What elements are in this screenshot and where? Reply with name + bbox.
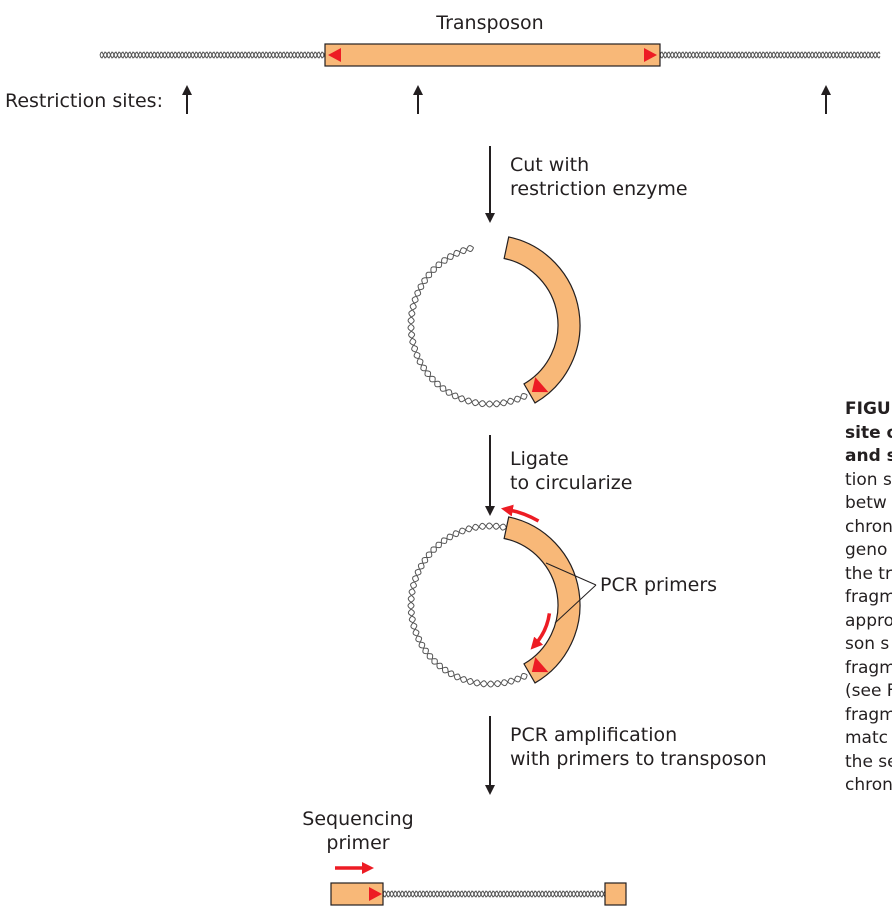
dna-left-flank xyxy=(99,51,326,59)
pcr-product-transposon-end-right xyxy=(604,882,627,906)
step1-label-line2: restriction enzyme xyxy=(510,178,688,200)
transposon-right-repeat-arrowhead xyxy=(644,48,657,62)
figure-caption: FIGU site o and s tion s betw chron geno… xyxy=(845,398,892,798)
caption-bold-line-3: and s xyxy=(845,446,892,466)
transposon-bar xyxy=(324,43,661,67)
pcr-product-repeat-arrowhead xyxy=(369,887,382,901)
caption-line-5: the tr xyxy=(845,563,892,584)
caption-line-3: chron xyxy=(845,516,892,537)
caption-line-8: son s xyxy=(845,634,890,654)
dna-right-flank xyxy=(659,51,881,59)
restriction-sites-label: Restriction sites: xyxy=(5,90,163,112)
transposon-label: Transposon xyxy=(435,12,543,34)
step3-label-line2: with primers to transposon xyxy=(510,748,767,770)
step1-label-line1: Cut with xyxy=(510,154,589,176)
closed-circle-repeat-arrowhead xyxy=(531,657,549,673)
caption-line-13: the se xyxy=(845,751,892,772)
pcr-primer-pointer-2 xyxy=(554,584,597,624)
caption-line-14: chron xyxy=(845,775,892,795)
caption-line-11: fragm xyxy=(845,704,892,725)
caption-bold-line-2: site o xyxy=(845,422,892,443)
closed-circle-transposon-arc xyxy=(503,516,581,684)
pcr-primer-pointer-1 xyxy=(545,562,597,586)
pcr-primer-arrow-top xyxy=(500,504,540,523)
open-circle-repeat-arrowhead xyxy=(531,377,549,393)
caption-bold-line-1: FIGU xyxy=(845,399,891,419)
step2-label-line2: to circularize xyxy=(510,472,632,494)
sequencing-primer-label-line1: Sequencing xyxy=(302,808,413,830)
caption-line-4: geno xyxy=(845,540,888,560)
sequencing-primer-label-line2: primer xyxy=(326,832,389,854)
step2-label-line1: Ligate xyxy=(510,448,569,470)
pcr-primer-arrow-bottom xyxy=(530,613,552,650)
step3-label-line1: PCR amplification xyxy=(510,724,677,746)
caption-line-9: fragm xyxy=(845,657,892,678)
caption-line-7: appro xyxy=(845,610,892,631)
caption-line-2: betw xyxy=(845,493,887,513)
caption-line-10: (see F xyxy=(845,681,892,701)
caption-line-1: tion s xyxy=(845,469,892,490)
pcr-product-dna xyxy=(382,890,606,898)
pcr-primers-label: PCR primers xyxy=(600,574,717,596)
caption-line-6: fragm xyxy=(845,587,892,607)
closed-circle-dna xyxy=(407,522,528,688)
caption-line-12: matc xyxy=(845,728,888,748)
open-circle-dna xyxy=(407,245,528,408)
transposon-left-repeat-arrowhead xyxy=(328,48,341,62)
open-circle-transposon-arc xyxy=(503,236,581,404)
